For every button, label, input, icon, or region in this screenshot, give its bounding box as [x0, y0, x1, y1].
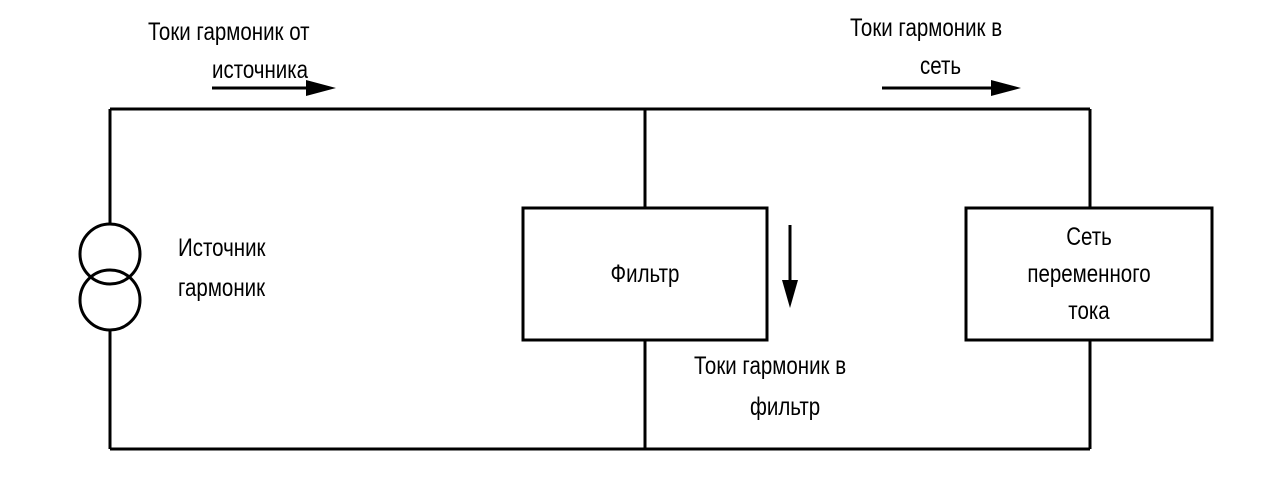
network-box-label-line3: тока [1068, 297, 1110, 325]
filter-box-label: Фильтр [610, 260, 680, 288]
source-current-label-line1: Токи гармоник от [148, 18, 310, 46]
network-box-label-line2: переменного [1027, 260, 1151, 288]
network-box-label-line1: Сеть [1066, 223, 1112, 251]
filter-current-label-line1: Токи гармоник в [694, 352, 847, 380]
arrow-icon [212, 80, 336, 96]
network-current-label-line2: сеть [920, 52, 962, 80]
two-circles-current-source-icon [78, 222, 142, 332]
filter-current-label-line2: фильтр [750, 393, 821, 421]
network-box [964, 206, 1214, 342]
arrow-icon [782, 225, 798, 308]
arrow-icon [882, 80, 1021, 96]
source-label-line1: Источник [178, 234, 266, 262]
filter-box [521, 206, 769, 342]
network-current-label-line1: Токи гармоник в [850, 14, 1003, 42]
source-current-label-line2: источника [212, 56, 309, 84]
source-label-line2: гармоник [178, 274, 266, 302]
